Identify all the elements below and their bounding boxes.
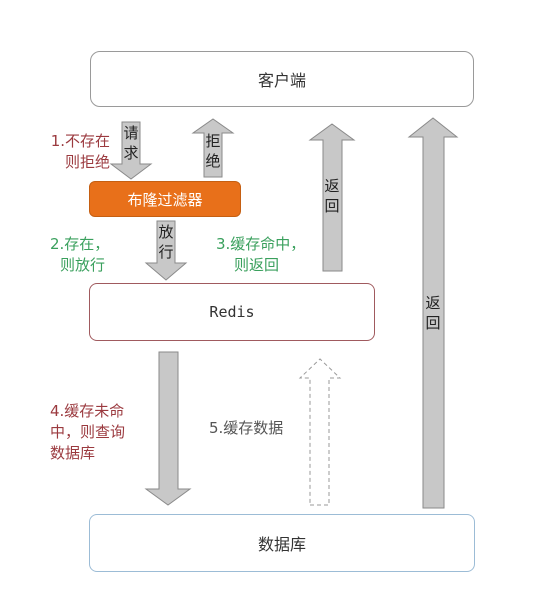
- client-label: 客户端: [257, 71, 306, 90]
- step3-line2: 则返回: [234, 256, 280, 274]
- client-node: 客户端: [90, 51, 474, 107]
- bloom-filter-node: 布隆过滤器: [89, 181, 241, 217]
- reject-arrow: [191, 118, 235, 178]
- redis-label: Redis: [209, 303, 255, 321]
- step4-line2: 中，则查询: [50, 423, 126, 441]
- step3-label: 3.缓存命中， 则返回: [216, 234, 305, 276]
- request-arrow: [109, 121, 153, 180]
- step4-label: 4.缓存未命 中，则查询 数据库: [50, 401, 125, 464]
- query-db-arrow: [144, 351, 192, 506]
- request-arrow-label: 请求: [123, 124, 139, 162]
- step4-line1: 4.缓存未命: [50, 402, 125, 420]
- step2-label: 2.存在， 则放行: [50, 234, 109, 276]
- step3-line1: 3.缓存命中，: [216, 235, 306, 253]
- cache-data-arrow: [298, 358, 342, 506]
- step1-line1: 1.不存在: [50, 132, 110, 150]
- return-cache-arrow-label: 返回: [324, 177, 340, 215]
- pass-arrow-label: 放行: [158, 223, 174, 261]
- step2-line2: 则放行: [60, 256, 106, 274]
- database-node: 数据库: [89, 514, 475, 572]
- return-db-arrow-label: 返回: [425, 294, 441, 332]
- redis-node: Redis: [89, 283, 375, 341]
- step1-line2: 则拒绝: [64, 153, 110, 171]
- database-label: 数据库: [257, 535, 306, 554]
- reject-arrow-label: 拒绝: [205, 132, 221, 170]
- step1-label: 1.不存在 则拒绝: [30, 131, 110, 173]
- step4-line3: 数据库: [50, 444, 96, 462]
- return-cache-arrow: [308, 123, 356, 272]
- pass-arrow: [144, 220, 188, 281]
- return-db-arrow: [407, 117, 459, 509]
- bloom-filter-label: 布隆过滤器: [127, 190, 203, 209]
- step5-label: 5.缓存数据: [209, 419, 284, 437]
- step2-line1: 2.存在，: [50, 235, 110, 253]
